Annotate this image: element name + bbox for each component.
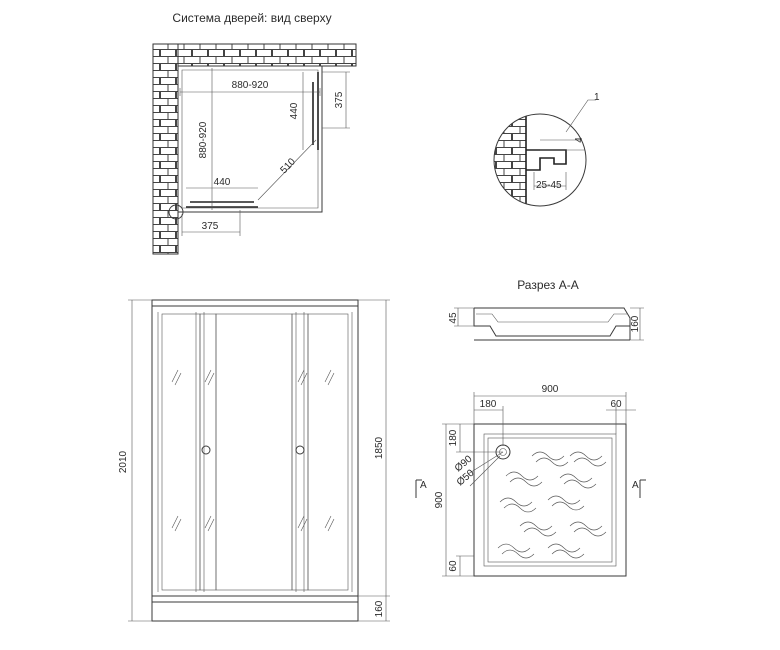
section-height-label: 160 xyxy=(630,315,641,332)
detail-range-label: 25-45 xyxy=(536,180,562,191)
right-door-handle xyxy=(295,445,305,455)
dim-line-bottom-offset xyxy=(456,555,474,576)
dim-right-label: 375 xyxy=(334,91,345,108)
corner-post xyxy=(168,204,184,220)
dim-door-bottom-label: 440 xyxy=(214,177,231,188)
tray-outer xyxy=(473,423,627,577)
detail-callout: 1 xyxy=(594,92,600,103)
dim-line-right xyxy=(322,71,350,129)
drain-leaders xyxy=(467,451,504,487)
top-wall xyxy=(152,43,357,67)
top-view-title: Система дверей: вид сверху xyxy=(172,11,331,25)
left-door-handle xyxy=(201,445,211,455)
dim-line-bottom xyxy=(181,210,241,236)
enclosure-outline xyxy=(178,65,323,213)
right-fixed-panel xyxy=(307,313,349,591)
section-title: Разрез А-А xyxy=(517,278,579,292)
dim-panel-height-label: 1850 xyxy=(374,436,385,459)
tray-plan: Ø90 Ø50 900 180 60 900 180 xyxy=(415,384,646,577)
dim-width-label: 880-920 xyxy=(232,80,269,91)
callout-leader xyxy=(565,99,596,133)
glass-hatch xyxy=(171,369,335,532)
dim-line-base xyxy=(358,596,390,622)
section-profile-top xyxy=(474,307,631,340)
section-a-a: Разрез А-А 45 160 xyxy=(448,278,644,341)
tray-inner xyxy=(487,437,613,563)
left-fixed-panel xyxy=(161,313,201,591)
dim-line-total-height xyxy=(128,299,152,622)
cut-marker-right xyxy=(639,479,646,498)
dim-line-panel-height xyxy=(358,299,390,597)
detail-profile xyxy=(526,149,567,171)
anti-slip-pattern xyxy=(497,451,607,559)
dim-door-top-label: 440 xyxy=(289,102,300,119)
right-door-edge xyxy=(291,313,309,591)
detail-circle xyxy=(493,113,587,207)
tray-left-offset-label: 180 xyxy=(480,399,497,410)
detail-gap-label: 4 xyxy=(574,137,585,143)
front-frame xyxy=(151,299,359,603)
cut-marker-left-label: А xyxy=(420,480,427,491)
top-view: Система дверей: вид сверху 880-920 880-9… xyxy=(152,11,357,255)
dim-line-section-height xyxy=(630,307,644,341)
tray-rim xyxy=(483,433,617,567)
cut-marker-left xyxy=(415,479,422,498)
dim-line-rim xyxy=(454,307,474,327)
tray-right-offset-label: 60 xyxy=(610,399,622,410)
dim-base-label: 160 xyxy=(374,600,385,617)
section-rim-label: 45 xyxy=(448,312,459,324)
dim-bottom-label: 375 xyxy=(202,221,219,232)
tray-bottom-offset-label: 60 xyxy=(448,560,459,572)
left-wall xyxy=(152,43,179,255)
profile-detail: 1 4 25-45 xyxy=(493,92,600,207)
dim-diag-label: 510 xyxy=(278,156,298,176)
cut-marker-right-label: А xyxy=(632,480,639,491)
front-base xyxy=(151,595,359,622)
tray-height-label: 900 xyxy=(434,491,445,508)
center-panel xyxy=(215,313,293,591)
dim-line-diag xyxy=(257,139,317,201)
dim-line-tray-width xyxy=(473,392,627,424)
dim-line-top-offset xyxy=(456,424,503,453)
dim-line-tray-height xyxy=(442,423,474,577)
dim-total-height-label: 2010 xyxy=(118,450,129,473)
front-view: 2010 1850 160 xyxy=(118,299,390,622)
tray-inner-outline xyxy=(181,69,319,209)
dim-line-left-offset xyxy=(474,406,504,446)
dim-line-right-offset xyxy=(606,406,636,434)
tray-width-label: 900 xyxy=(542,384,559,395)
dim-height-label: 880-920 xyxy=(198,121,209,158)
tray-top-offset-label: 180 xyxy=(448,429,459,446)
